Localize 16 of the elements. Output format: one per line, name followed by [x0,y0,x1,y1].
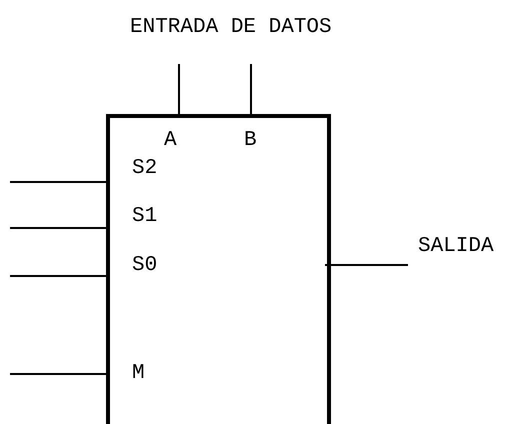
pin-label: A [164,130,177,152]
signal-line [10,373,106,375]
input-heading: ENTRADA DE DATOS [130,17,333,39]
signal-line [10,275,106,277]
pin-label: S0 [132,255,158,277]
signal-line [250,64,252,114]
pin-label: M [132,363,145,385]
signal-line [325,264,408,266]
pin-label: S2 [132,158,158,180]
pin-label: S1 [132,206,158,228]
pin-label: B [244,130,257,152]
output-label: SALIDA [418,236,495,258]
signal-line [10,227,106,229]
signal-line [10,181,106,183]
logic-block [106,114,331,424]
signal-line [178,64,180,114]
